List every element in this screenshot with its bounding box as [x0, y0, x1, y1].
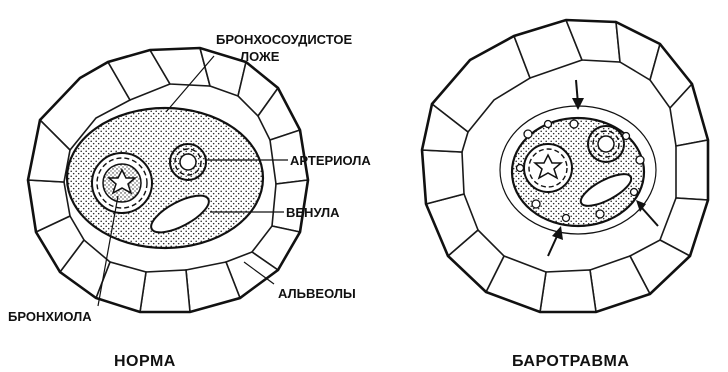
label-venule: ВЕНУЛА — [286, 205, 340, 220]
caption-normal: НОРМА — [114, 353, 176, 370]
label-alveoli: АЛЬВЕОЛЫ — [278, 286, 356, 301]
label-bed-line2: ЛОЖЕ — [240, 49, 280, 64]
label-bed-line1: БРОНХОСОУДИСТОЕ — [216, 32, 352, 47]
barotrauma-section — [422, 20, 708, 312]
label-arteriole: АРТЕРИОЛА — [290, 153, 371, 168]
caption-barotrauma: БАРОТРАВМА — [512, 353, 629, 370]
barotrauma-arteriole — [588, 126, 624, 162]
label-bronchiole: БРОНХИОЛА — [8, 309, 92, 324]
arrow-bottom-right — [636, 200, 658, 226]
barotrauma-bronchiole — [524, 144, 572, 192]
normal-arteriole — [170, 144, 206, 180]
normal-bronchiole — [92, 153, 152, 213]
normal-section — [28, 48, 308, 312]
